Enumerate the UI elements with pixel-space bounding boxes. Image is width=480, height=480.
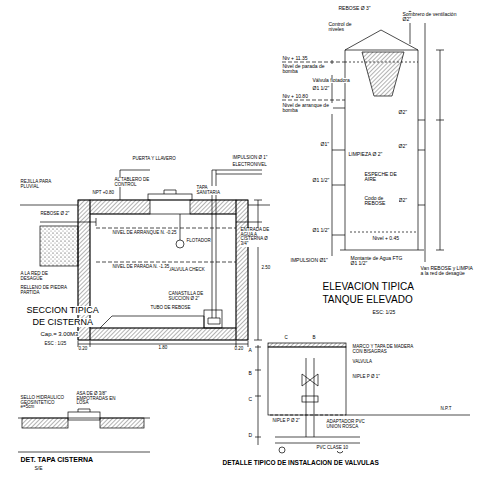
callout-label: Control de niveles — [328, 22, 359, 33]
callout-label: RELLENO DE PIEDRA PARTIDA — [20, 286, 71, 295]
callout-label: D — [248, 433, 253, 438]
callout-label: TAPA SANITARIA — [196, 186, 227, 195]
callout-label: Montante de Agua FTG Ø1 1/2" — [350, 256, 409, 267]
callout-label: Ø2" — [398, 110, 407, 115]
callout-label: 2.50 — [261, 266, 271, 271]
cistern-section — [20, 170, 270, 347]
callout-label: AL TABLERO DE CONTROL — [114, 178, 155, 187]
title-text: TANQUE ELEVADO — [322, 295, 413, 306]
title-text: DETALLE TIPICO DE INSTALACION DE VALVULA… — [222, 460, 379, 467]
callout-label: NIPLE P Ø 1" — [352, 375, 380, 380]
callout-label: B — [248, 371, 252, 376]
callout-label: Ø2" — [398, 198, 407, 203]
title-text: DE CISTERNA — [32, 318, 94, 327]
callout-label: ESC : 1/25 — [44, 342, 67, 347]
callout-label: Nivel de arranque de bomba — [282, 103, 333, 114]
callout-label: REJILLA PARA PLUVIAL — [20, 180, 61, 189]
callout-label: NIVEL DE ARRANQUE N. -0.25 — [112, 231, 177, 236]
callout-label: NIPLE P Ø 2" — [272, 419, 300, 424]
callout-label: Ø1" — [320, 142, 329, 147]
callout-label: VALVULA — [352, 360, 373, 365]
elevated-tank — [282, 11, 444, 262]
callout-label: C — [248, 397, 253, 402]
callout-label: VALVULA CHECK — [168, 268, 209, 273]
callout-label: 0.20 — [78, 347, 88, 352]
callout-label: PVC CLASE 10 — [316, 446, 349, 451]
callout-label: ELECTRONIVEL — [232, 163, 267, 168]
callout-label: C — [284, 336, 288, 341]
callout-label: ENTRADA DE AGUA A CISTERNA Ø 3/4" — [240, 228, 273, 247]
callout-label: ASA DE Ø 3/8" EMPOTRADAS EN LOSA — [76, 392, 129, 406]
callout-label: MARCO Y TAPA DE MADERA CON BISAGRAS — [352, 345, 417, 354]
callout-label: SELLO HIDRAULICO GEOSINTETICO e=5cm — [20, 396, 65, 410]
callout-label: Van REBOSE y LIMPIA a la red de desagüe — [420, 266, 477, 277]
callout-label: Nivel + 0.45 — [372, 236, 400, 241]
callout-label: Ø1 1/2" — [312, 228, 330, 233]
callout-label: NPT +0.80 — [92, 191, 115, 196]
callout-label: LIMPIEZA Ø 2" — [348, 152, 383, 157]
callout-label: S/E — [34, 466, 43, 471]
callout-label: Válvula flotadora — [312, 78, 350, 83]
valve-detail — [255, 343, 470, 453]
callout-label: IMPULSION Ø 1" — [232, 156, 268, 161]
callout-label: Nivel de parada de bomba — [282, 64, 333, 75]
title-text: SECCION TIPICA — [26, 306, 99, 315]
callout-label: REBOSE Ø 3" — [338, 6, 371, 11]
callout-label: IMPULSION Ø1" — [290, 258, 328, 263]
callout-label: FLOTADOR — [186, 239, 211, 244]
callout-label: REBOSE Ø 2" — [40, 212, 70, 217]
callout-label: Ø1 1/2" — [312, 178, 330, 183]
callout-label: CANASTILLA DE SUCCION Ø 2" — [168, 292, 209, 301]
lid-detail — [18, 409, 150, 452]
title-text: ELEVACION TIPICA — [322, 282, 414, 293]
callout-label: A LA RED DE DESAGÜE — [20, 272, 71, 281]
callout-label: Sombrero de ventilación Ø2" — [402, 12, 463, 23]
title-text: DET. TAPA CISTERNA — [20, 456, 94, 463]
callout-label: ADAPTADOR PVC UNION ROSCA — [326, 420, 367, 429]
callout-label: 1.80 — [158, 346, 168, 351]
callout-label: 0.20 — [234, 347, 244, 352]
callout-label: Ø1 1/2" — [312, 86, 330, 91]
callout-label: PUERTA Y LLAVERO — [132, 157, 176, 162]
callout-label: N.P.T — [440, 407, 452, 412]
callout-label: Codo de REBOSE — [364, 196, 399, 207]
callout-label: ESC: 1/25 — [372, 310, 396, 315]
callout-label: NIVEL DE PARADA N. -1.35 — [112, 265, 170, 270]
callout-label: ESPECHE DE AIRE — [364, 172, 399, 183]
title-text: Cap.= 3.00M3 — [40, 331, 79, 337]
callout-label: B — [312, 336, 316, 341]
callout-label: A — [248, 348, 252, 353]
callout-label: Ø2" — [398, 144, 407, 149]
callout-label: Niv + 10.80 — [282, 94, 308, 99]
callout-label: Niv + 11.35 — [282, 56, 308, 61]
callout-label: TUBO DE REBOSE — [150, 306, 191, 311]
